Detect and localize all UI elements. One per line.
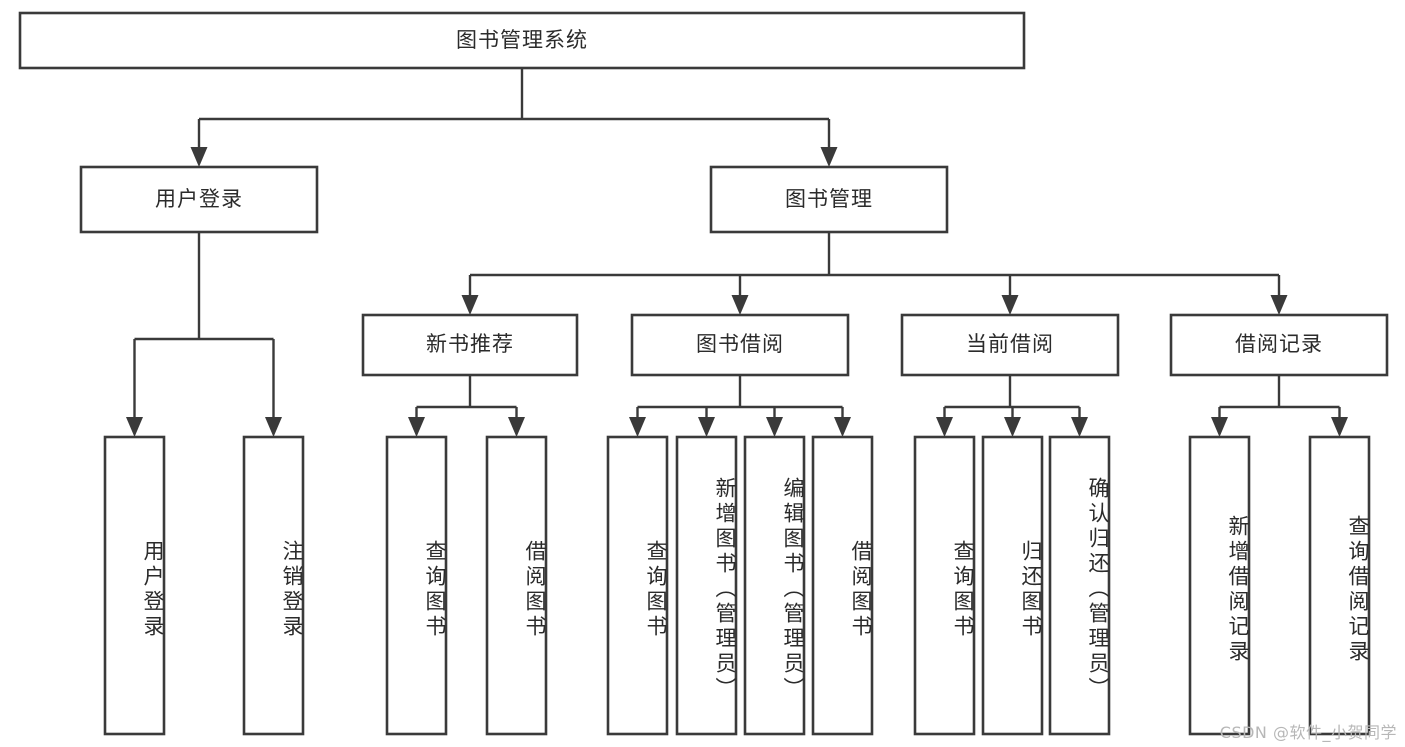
node-box-new-book-recommend[interactable] bbox=[361, 313, 579, 377]
edge-group-book-borrow bbox=[629, 375, 851, 437]
node-box-leaf-query-borrow-record[interactable] bbox=[1308, 435, 1371, 736]
node-box-book-borrow[interactable] bbox=[630, 313, 850, 377]
node-box-current-borrow[interactable] bbox=[900, 313, 1120, 377]
node-box-leaf-user-login[interactable] bbox=[103, 435, 166, 736]
node-box-leaf-return-book[interactable] bbox=[981, 435, 1044, 736]
watermark-text: CSDN @软件_小贺同学 bbox=[1219, 723, 1397, 742]
node-box-leaf-borrow-book[interactable] bbox=[811, 435, 874, 736]
edge-group-book-manage bbox=[461, 232, 1288, 315]
node-box-leaf-add-book-admin[interactable] bbox=[675, 435, 738, 736]
edge-group-borrow-record bbox=[1211, 375, 1348, 437]
edge-group-new-book-recommend bbox=[408, 375, 525, 437]
edge-group-root bbox=[190, 68, 838, 167]
node-box-user-login[interactable] bbox=[79, 165, 319, 234]
node-box-leaf-confirm-return-admin[interactable] bbox=[1048, 435, 1111, 736]
node-box-book-manage[interactable] bbox=[709, 165, 949, 234]
node-box-leaf-edit-book-admin[interactable] bbox=[743, 435, 806, 736]
node-box-leaf-query-book-borrow[interactable] bbox=[606, 435, 669, 736]
edge-group-current-borrow bbox=[936, 375, 1088, 437]
node-box-leaf-borrow-book-rec[interactable] bbox=[485, 435, 548, 736]
edge-group-user-login bbox=[126, 232, 282, 437]
node-box-leaf-logout[interactable] bbox=[242, 435, 305, 736]
node-box-root[interactable] bbox=[18, 11, 1026, 70]
node-box-borrow-record[interactable] bbox=[1169, 313, 1389, 377]
node-box-leaf-query-book-rec[interactable] bbox=[385, 435, 448, 736]
node-box-leaf-query-book-cur[interactable] bbox=[913, 435, 976, 736]
node-box-leaf-add-borrow-record[interactable] bbox=[1188, 435, 1251, 736]
